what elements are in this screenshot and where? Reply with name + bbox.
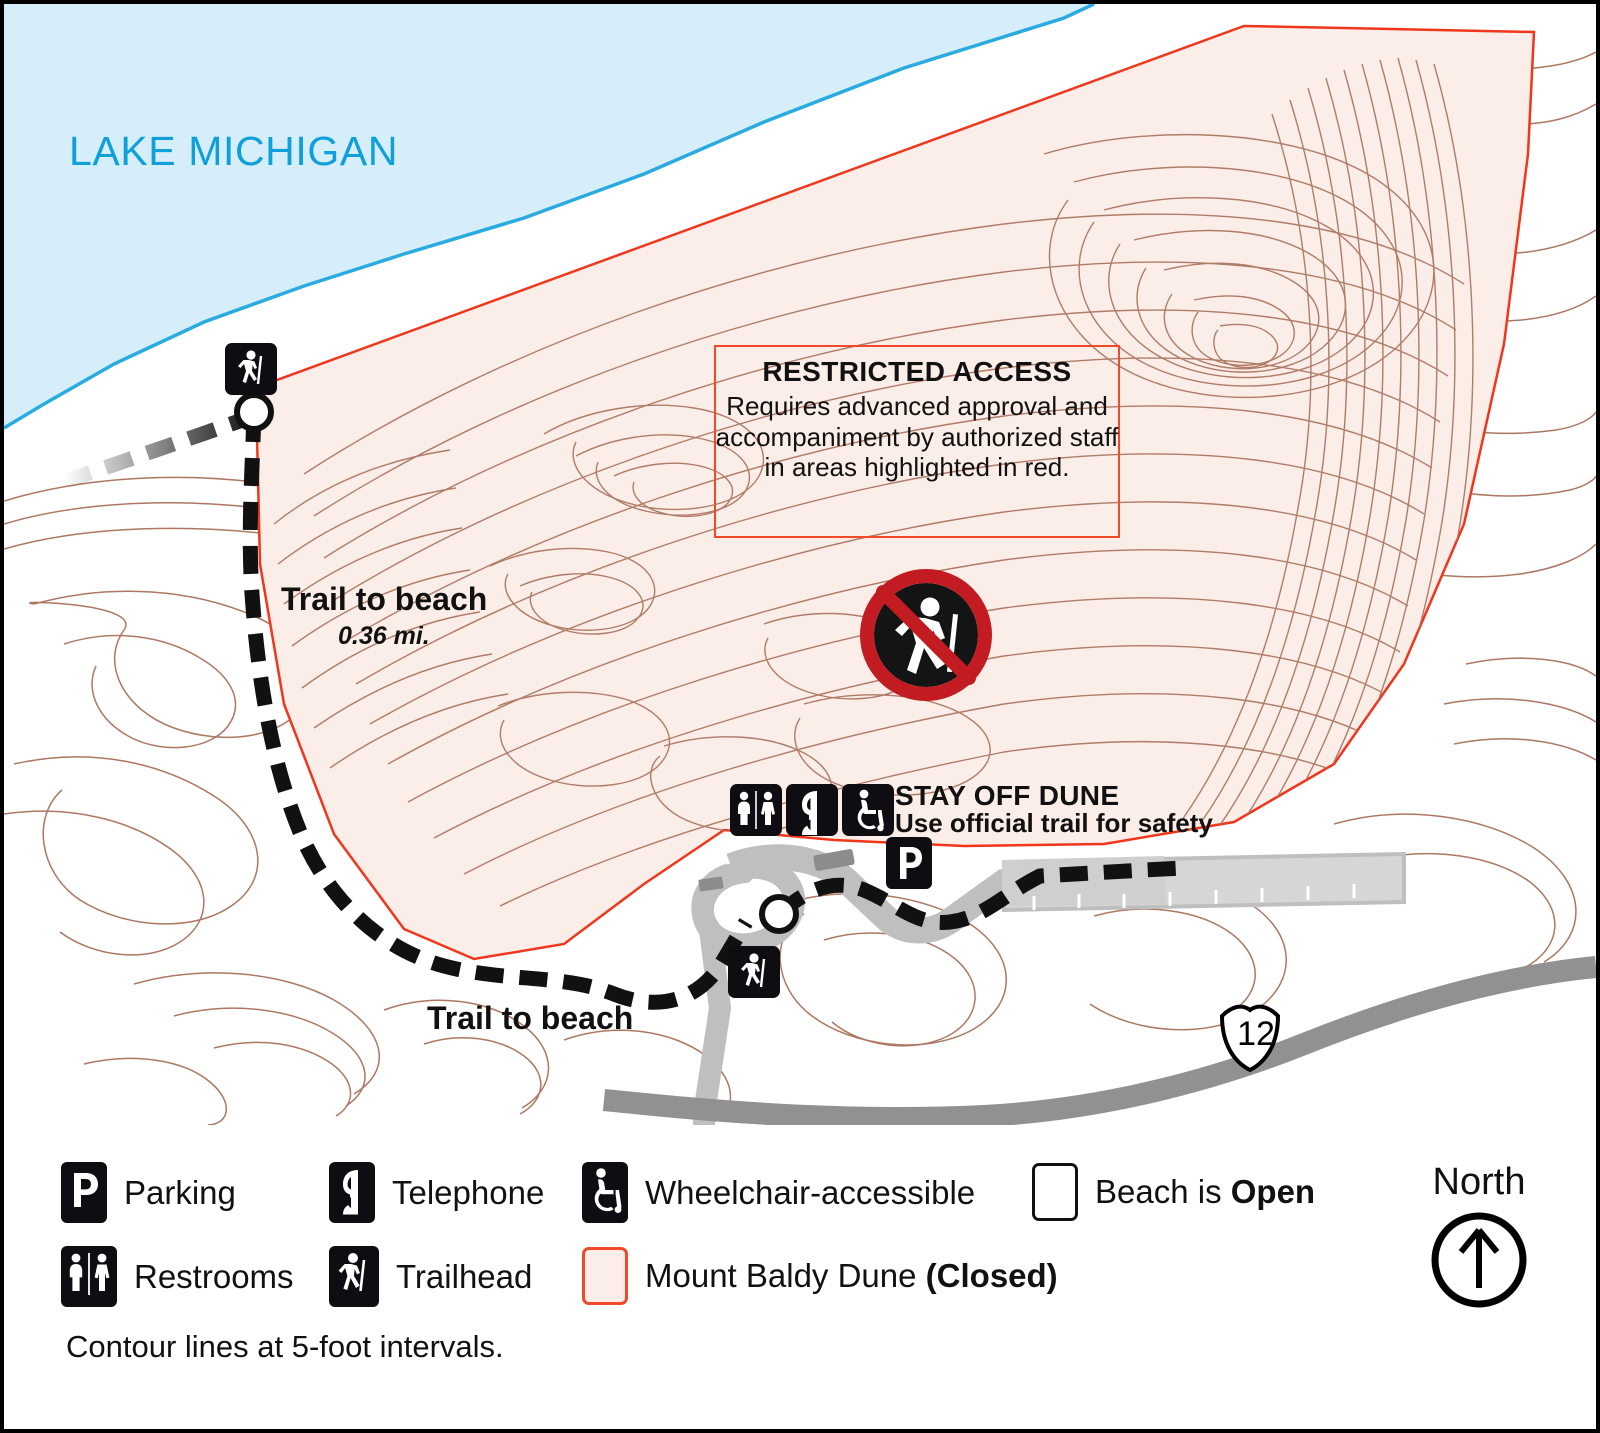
- parking-icon: [61, 1162, 107, 1223]
- legend-label-beach-open-text: Beach is: [1095, 1173, 1231, 1210]
- map-graphics: [4, 4, 1596, 1125]
- parking-glyph: [74, 1173, 98, 1207]
- wheelchair-glyph: [857, 789, 884, 832]
- trailhead-glyph: [238, 350, 263, 385]
- mount-baldy-dune-swatch: [582, 1247, 628, 1305]
- highway-shield-number: 12: [1237, 1015, 1275, 1053]
- no-hiking-icon: [853, 562, 999, 713]
- restricted-access-notice: RESTRICTED ACCESS Requires advanced appr…: [714, 356, 1120, 482]
- trail-distance-label: 0.36 mi.: [338, 622, 430, 650]
- map-legend: Parking Telephone: [4, 1125, 1596, 1429]
- restricted-access-title: RESTRICTED ACCESS: [762, 356, 1072, 387]
- legend-label-beach-open: Beach is Open: [1095, 1173, 1315, 1211]
- contour-interval-note: Contour lines at 5-foot intervals.: [66, 1329, 504, 1364]
- trailhead-icon-south[interactable]: [728, 946, 780, 998]
- restrooms-icon[interactable]: [730, 784, 782, 836]
- legend-item-mount-baldy-dune[interactable]: Mount Baldy Dune (Closed): [582, 1247, 1058, 1305]
- legend-item-telephone[interactable]: Telephone: [329, 1162, 544, 1223]
- north-arrow: North: [1394, 1161, 1564, 1312]
- legend-label-beach-open-status: Open: [1230, 1173, 1316, 1210]
- restrooms-glyph: [738, 791, 775, 829]
- trailhead-icon[interactable]: [225, 343, 277, 395]
- legend-item-wheelchair[interactable]: Wheelchair-accessible: [582, 1162, 975, 1223]
- telephone-glyph: [343, 1170, 358, 1215]
- wheelchair-icon[interactable]: [842, 784, 894, 836]
- north-arrow-icon: [1431, 1212, 1527, 1308]
- no-hiking-glyph: [860, 569, 992, 701]
- legend-label-restrooms: Restrooms: [134, 1257, 294, 1295]
- trailhead-icon: [329, 1246, 379, 1307]
- legend-label-dune-text: Mount Baldy Dune: [645, 1257, 926, 1294]
- legend-item-beach-open[interactable]: Beach is Open: [1032, 1163, 1315, 1221]
- restricted-access-body: Requires advanced approval and accompani…: [715, 391, 1119, 482]
- beach-trail[interactable]: [61, 408, 1185, 1010]
- legend-label-dune-status: (Closed): [925, 1257, 1058, 1294]
- trail-node-south[interactable]: [759, 894, 799, 934]
- telephone-glyph: [802, 791, 817, 835]
- trail-to-beach-label-south: Trail to beach: [427, 1000, 634, 1036]
- stay-off-dune-title: STAY OFF DUNE: [895, 780, 1120, 811]
- telephone-icon[interactable]: [786, 784, 838, 836]
- highway-shield-12: [1219, 1004, 1281, 1073]
- contour-lines-dune: [273, 57, 1474, 907]
- legend-item-restrooms[interactable]: Restrooms: [61, 1246, 294, 1307]
- mount-baldy-dune-area[interactable]: [255, 24, 1536, 961]
- beach-open-swatch: [1032, 1163, 1078, 1221]
- telephone-icon: [329, 1162, 375, 1223]
- parking-glyph: [900, 847, 922, 879]
- restrooms-icon: [61, 1246, 117, 1307]
- lake-michigan-water: [4, 4, 1095, 430]
- trail-to-beach-label-north: Trail to beach: [281, 581, 488, 617]
- legend-label-mount-baldy-dune: Mount Baldy Dune (Closed): [645, 1257, 1058, 1295]
- roads-and-parking: [691, 844, 1406, 1125]
- wheelchair-icon: [582, 1162, 628, 1223]
- legend-label-telephone: Telephone: [392, 1173, 545, 1211]
- trailhead-glyph: [741, 953, 766, 988]
- parking-icon[interactable]: [886, 837, 932, 889]
- map-canvas[interactable]: LAKE MICHIGAN RESTRICTED ACCESS Requires…: [4, 4, 1596, 1125]
- lake-michigan-label: LAKE MICHIGAN: [69, 128, 399, 174]
- trailhead-glyph: [338, 1253, 366, 1292]
- north-label: North: [1432, 1161, 1526, 1203]
- stay-off-dune-subtitle: Use official trail for safety: [895, 808, 1213, 839]
- legend-label-trailhead: Trailhead: [396, 1257, 533, 1295]
- legend-label-wheelchair: Wheelchair-accessible: [645, 1173, 976, 1211]
- restricted-access-box: [714, 345, 1120, 538]
- restrooms-glyph: [69, 1253, 110, 1295]
- stay-off-dune-notice: STAY OFF DUNE Use official trail for saf…: [895, 781, 1213, 837]
- legend-item-trailhead[interactable]: Trailhead: [329, 1246, 532, 1307]
- legend-label-parking: Parking: [124, 1173, 236, 1211]
- us-highway-12: [602, 956, 1596, 1125]
- trail-node-north[interactable]: [234, 392, 274, 432]
- legend-item-parking[interactable]: Parking: [61, 1162, 236, 1223]
- wheelchair-glyph: [594, 1168, 622, 1213]
